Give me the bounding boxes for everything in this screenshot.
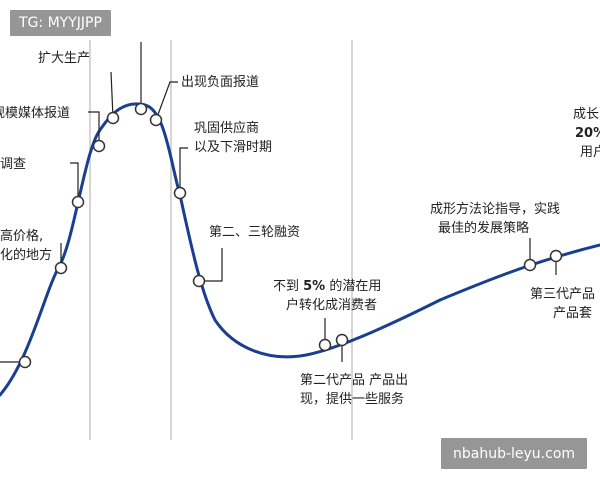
label-high-price-line2: 化的地方 [0, 247, 52, 263]
leader-lines [0, 42, 557, 363]
curve-marker [192, 274, 206, 288]
label-third-gen-line2: 产品套 [553, 305, 592, 321]
label-third-gen-line1: 第三代产品 [530, 287, 595, 302]
curve-marker [54, 261, 68, 275]
leader-line [179, 147, 188, 193]
curve-marker [549, 249, 563, 263]
curve-marker [173, 186, 187, 200]
label-methodology-line1: 成形方法论指导，实践 [430, 201, 560, 217]
curve-marker [523, 258, 537, 272]
label-conversion-line1: 不到 5% 的潜在用 [273, 278, 381, 294]
label-expand-production: 扩大生产 [38, 51, 90, 66]
curve-marker [106, 111, 120, 125]
label-conversion-part: 的潜在用 [325, 278, 381, 294]
leader-line [155, 81, 178, 121]
label-consolidate-line1: 巩固供应商 [194, 120, 259, 136]
tag-badge: TG: MYYJJPP [10, 10, 111, 36]
curve-marker [318, 338, 332, 352]
label-conversion-percent: 5% [303, 279, 325, 294]
label-growth-line2: 20% [575, 126, 600, 141]
leader-line [88, 111, 100, 146]
curve-marker [71, 195, 85, 209]
label-growth-line1: 成长 [573, 107, 599, 122]
label-second-gen-line1: 第二代产品 产品出 [300, 373, 408, 388]
label-consolidate-line2: 以及下滑时期 [194, 140, 272, 155]
label-conversion-part: 不到 [273, 279, 303, 294]
label-growth-line3: 用户 [580, 144, 600, 160]
curve-marker [92, 139, 106, 153]
curve-marker [335, 333, 349, 347]
leader-line [70, 162, 79, 202]
label-conversion-line2: 户转化成消费者 [286, 297, 377, 313]
label-methodology-line2: 最佳的发展策略 [438, 220, 529, 236]
label-survey: 调查 [0, 157, 26, 172]
leader-line [199, 248, 223, 282]
curve-marker [149, 113, 163, 127]
curve-markers [18, 102, 563, 369]
leader-line [110, 71, 114, 119]
hype-curve [0, 102, 600, 397]
curve-marker [18, 355, 32, 369]
label-high-price-line1: 高价格, [0, 228, 43, 244]
label-negative-reports: 出现负面报道 [181, 75, 259, 90]
site-watermark-badge: nbahub-leyu.com [441, 438, 588, 469]
label-second-third-round: 第二、三轮融资 [209, 225, 300, 240]
curve-marker [134, 102, 148, 116]
label-second-gen-line2: 现，提供一些服务 [300, 391, 404, 407]
label-media-reports: 规模媒体报道 [0, 106, 70, 121]
